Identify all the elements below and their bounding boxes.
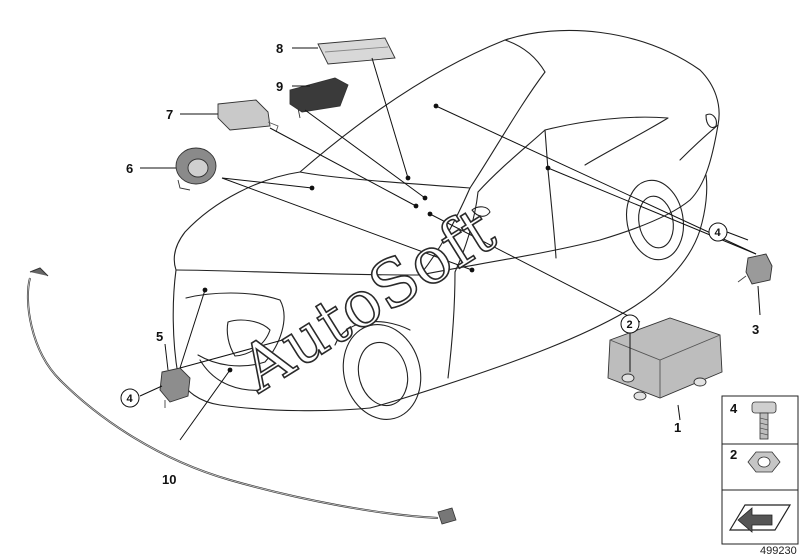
callout-5: 5 (156, 329, 163, 344)
watermark: AutoSoft (227, 193, 509, 408)
car-outline (172, 29, 720, 420)
callout-8: 8 (276, 41, 283, 56)
module-8[interactable] (317, 37, 396, 65)
nut-icon (747, 451, 781, 473)
legend-nut-label: 2 (730, 447, 737, 462)
callout-4-left: 4 (120, 388, 140, 408)
callout-4-left-text: 4 (127, 393, 134, 405)
watermark-text: AutoSoft (227, 194, 508, 408)
parts-box-arrow-icon (728, 504, 792, 533)
callout-3: 3 (752, 322, 759, 337)
callout-2-unit-text: 2 (627, 319, 633, 331)
front-sensor-5[interactable] (159, 367, 191, 408)
callout-1: 1 (674, 420, 681, 435)
attachment-dots (202, 103, 551, 373)
airbag-control-unit-1[interactable] (607, 317, 723, 401)
callout-4-right-text: 4 (715, 227, 722, 239)
fastener-legend: 4 2 (721, 395, 799, 545)
wire-harness-10[interactable] (26, 267, 457, 525)
callout-10: 10 (162, 472, 176, 487)
callout-4-right: 4 (708, 222, 728, 242)
module-7[interactable] (217, 99, 279, 133)
callout-6: 6 (126, 161, 133, 176)
callout-7: 7 (166, 107, 173, 122)
legend-bolt-label: 4 (730, 401, 738, 416)
module-9[interactable] (289, 77, 349, 119)
diagram-id: 499230 (760, 545, 797, 557)
clock-spring-6[interactable] (175, 147, 217, 191)
callout-9: 9 (276, 79, 283, 94)
callout-2-unit: 2 (620, 314, 640, 334)
crash-sensor-3[interactable] (737, 253, 773, 285)
bolt-icon (751, 401, 777, 440)
